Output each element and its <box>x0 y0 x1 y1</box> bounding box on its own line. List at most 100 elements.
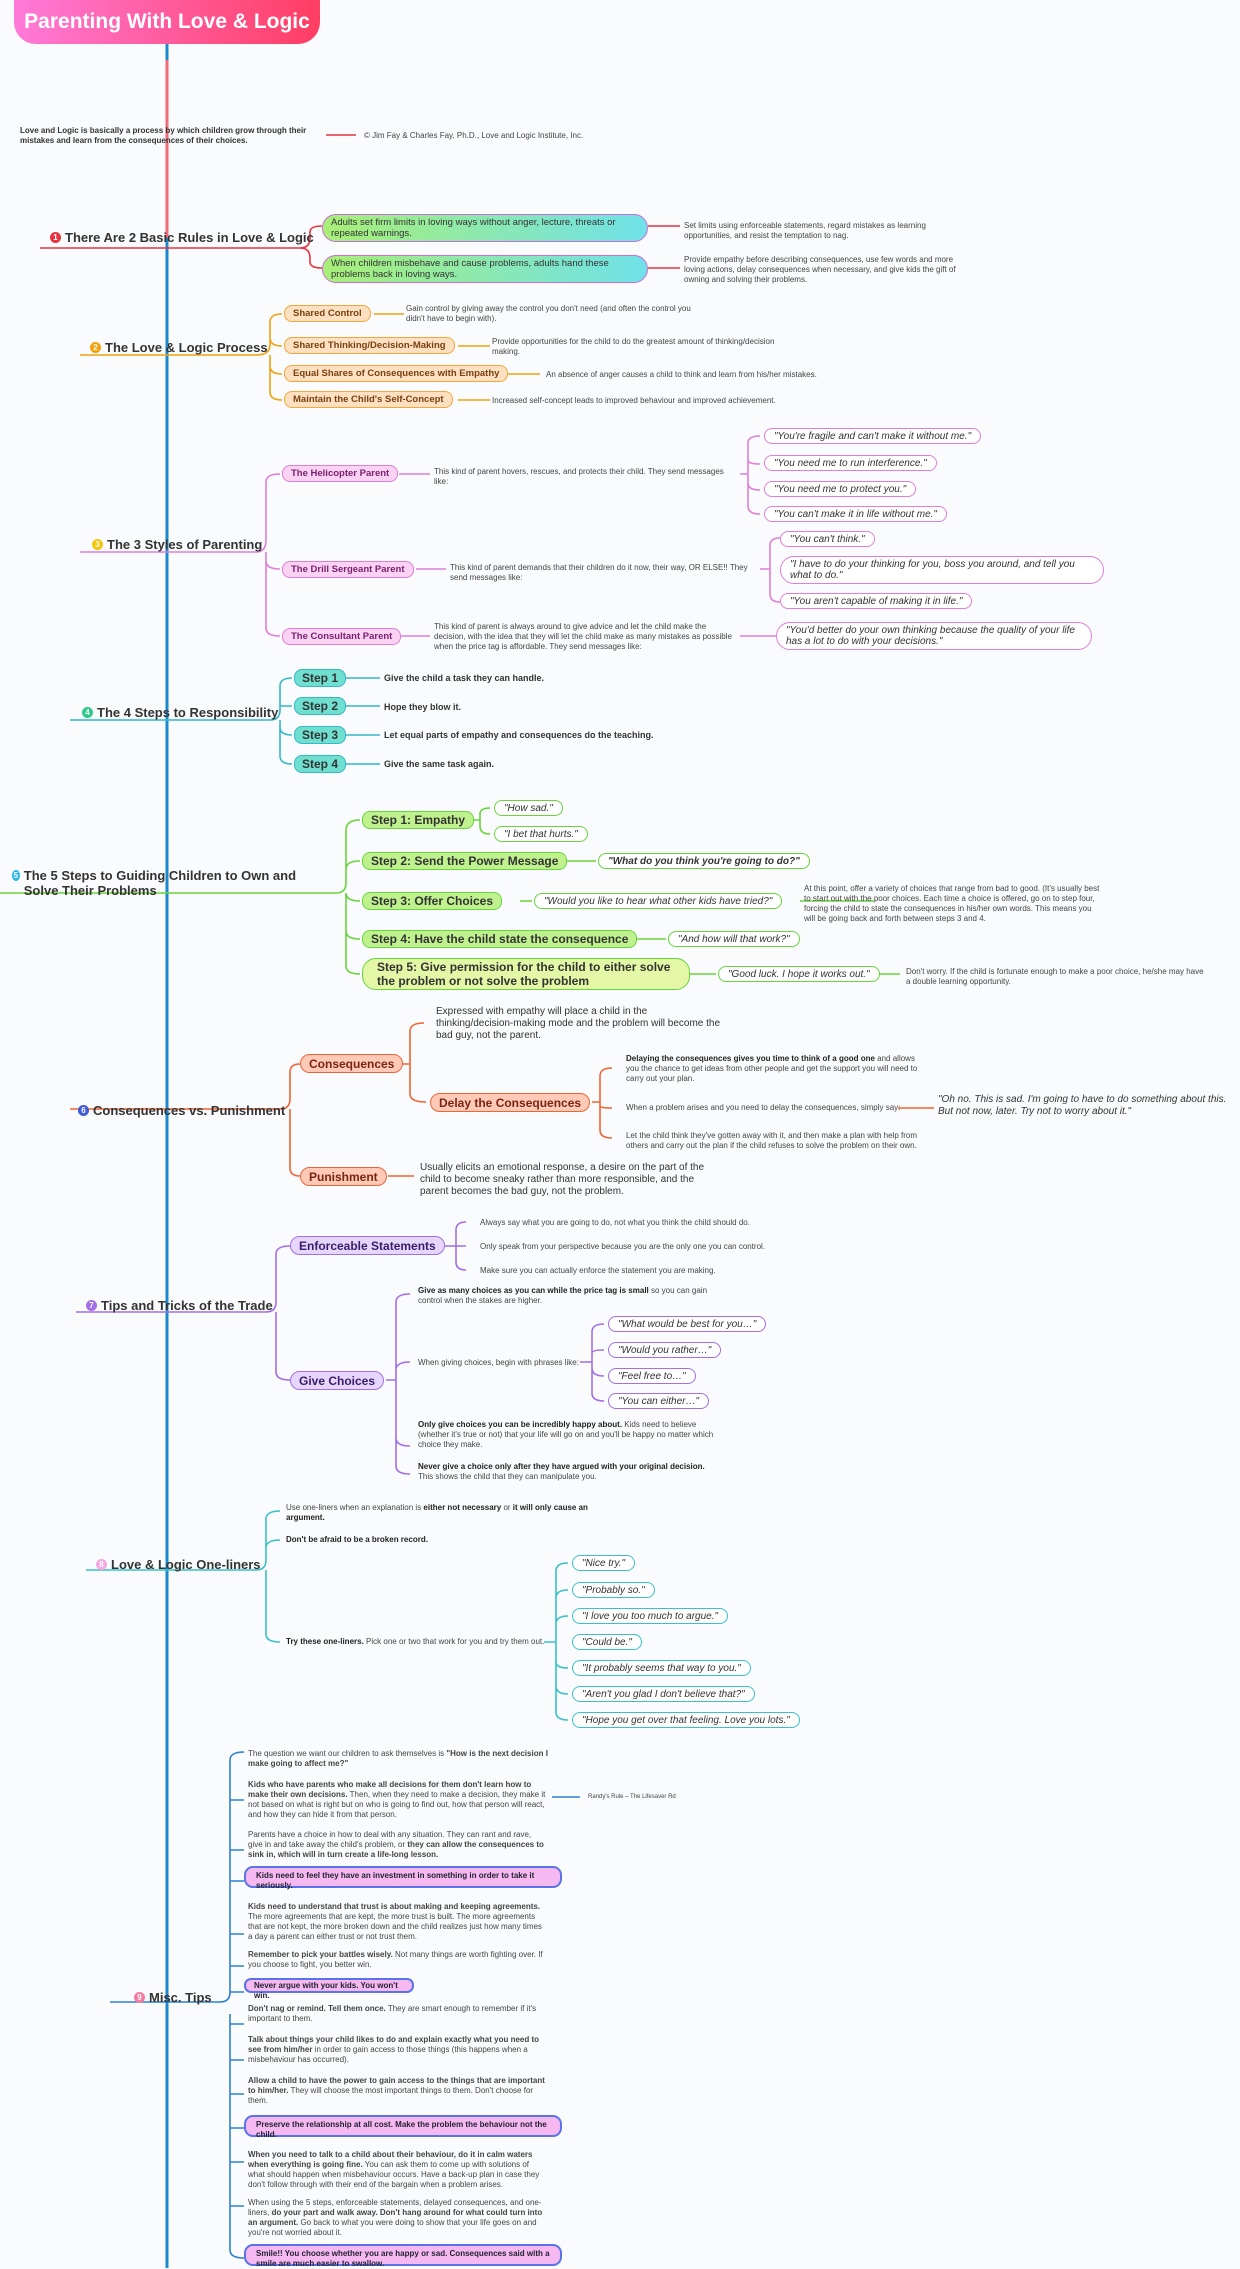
quote: "You can either…" <box>608 1393 710 1409</box>
give-choices-note-2: When giving choices, begin with phrases … <box>418 1358 579 1367</box>
section-2-title: 2 The Love & Logic Process <box>90 340 268 355</box>
give-choices-pill: Give Choices <box>290 1371 385 1390</box>
quote: "Aren't you glad I don't believe that?" <box>572 1686 755 1702</box>
section-label: Tips and Tricks of the Trade <box>101 1298 273 1313</box>
section-label: The 3 Styles of Parenting <box>107 537 263 552</box>
style-helicopter-note: This kind of parent hovers, rescues, and… <box>434 467 724 486</box>
quote: "I bet that hurts." <box>494 826 588 842</box>
quote: "You need me to protect you." <box>764 481 917 497</box>
section-number-badge: 3 <box>92 539 103 550</box>
section-number-badge: 9 <box>134 1992 145 2003</box>
give-choices-note-3: Only give choices you can be incredibly … <box>418 1420 714 1449</box>
intro-credit: © Jim Fay & Charles Fay, Ph.D., Love and… <box>364 131 584 140</box>
quote: "And how will that work?" <box>668 931 800 947</box>
misc-tip-highlight: Kids need to feel they have an investmen… <box>244 1866 562 1890</box>
section-label: The 5 Steps to Guiding Children to Own a… <box>23 868 297 898</box>
process-note-1: Gain control by giving away the control … <box>406 304 691 323</box>
section-label: Love & Logic One-liners <box>111 1557 261 1572</box>
section-number-badge: 4 <box>82 707 93 718</box>
five-step-2: Step 2: Send the Power Message <box>362 852 568 870</box>
quote: "Nice try." <box>572 1555 636 1571</box>
step-1-text: Give the child a task they can handle. <box>384 673 545 683</box>
section-5-title: 5 The 5 Steps to Guiding Children to Own… <box>12 868 312 898</box>
section-label: There Are 2 Basic Rules in Love & Logic <box>65 230 314 245</box>
misc-tip: When you need to talk to a child about t… <box>248 2150 540 2189</box>
process-shared-control: Shared Control <box>284 305 371 322</box>
misc-tip-highlight: Preserve the relationship at all cost. M… <box>244 2115 562 2139</box>
consequences-note: Expressed with empathy will place a chil… <box>436 1006 721 1041</box>
section-number-badge: 8 <box>96 1559 107 1570</box>
quote: "Good luck. I hope it works out." <box>718 966 880 982</box>
quote: "What would be best for you…" <box>608 1316 767 1332</box>
give-choices-note-4: Never give a choice only after they have… <box>418 1462 705 1481</box>
one-liner-note-2: Don't be afraid to be a broken record. <box>286 1535 428 1544</box>
step-3-note: At this point, offer a variety of choice… <box>804 884 1100 923</box>
section-1-title: 1 There Are 2 Basic Rules in Love & Logi… <box>50 230 314 245</box>
style-consultant-note: This kind of parent is always around to … <box>434 622 732 651</box>
delay-note-3: Let the child think they've gotten away … <box>626 1131 918 1150</box>
section-label: Misc. Tips <box>149 1990 212 2005</box>
misc-tip: The question we want our children to ask… <box>248 1749 548 1768</box>
misc-tip: Talk about things your child likes to do… <box>248 2035 540 2064</box>
misc-tip: Remember to pick your battles wisely. No… <box>248 1950 543 1969</box>
delay-quote: "Oh no. This is sad. I'm going to have t… <box>938 1094 1227 1117</box>
section-6-title: 6 Consequences vs. Punishment <box>78 1103 285 1118</box>
enforceable-statements-pill: Enforceable Statements <box>290 1236 445 1255</box>
quote: "Would you like to hear what other kids … <box>534 893 783 909</box>
section-4-title: 4 The 4 Steps to Responsibility <box>82 705 278 720</box>
enforceable-note-1: Always say what you are going to do, not… <box>480 1218 750 1227</box>
quote: "Would you rather…" <box>608 1342 722 1358</box>
style-drill-note: This kind of parent demands that their c… <box>450 563 748 582</box>
quote: "Probably so." <box>572 1582 655 1598</box>
give-choices-note-1: Give as many choices as you can while th… <box>418 1286 708 1305</box>
step-2-pill: Step 2 <box>294 697 346 715</box>
misc-tip: Don't nag or remind. Tell them once. The… <box>248 2004 537 2023</box>
section-number-badge: 5 <box>12 870 20 881</box>
style-helicopter: The Helicopter Parent <box>282 465 399 482</box>
style-drill-sergeant: The Drill Sergeant Parent <box>282 561 414 578</box>
section-3-title: 3 The 3 Styles of Parenting <box>92 537 262 552</box>
quote: "You can't think." <box>780 531 875 547</box>
section-number-badge: 7 <box>86 1300 97 1311</box>
section-number-badge: 1 <box>50 232 61 243</box>
quote: "Hope you get over that feeling. Love yo… <box>572 1712 800 1728</box>
misc-tip: Parents have a choice in how to deal wit… <box>248 1830 544 1859</box>
process-note-2: Provide opportunities for the child to d… <box>492 337 775 356</box>
section-8-title: 8 Love & Logic One-liners <box>96 1557 261 1572</box>
one-liner-note-3: Try these one-liners. Pick one or two th… <box>286 1637 545 1646</box>
punishment-pill: Punishment <box>300 1167 387 1186</box>
misc-tip-highlight: Smile!! You choose whether you are happy… <box>244 2244 562 2268</box>
section-number-badge: 2 <box>90 342 101 353</box>
step-3-text: Let equal parts of empathy and consequen… <box>384 730 654 740</box>
process-shared-thinking: Shared Thinking/Decision-Making <box>284 337 455 354</box>
misc-tip: Allow a child to have the power to gain … <box>248 2076 545 2105</box>
consequences-pill: Consequences <box>300 1054 404 1073</box>
rule-2-note: Provide empathy before describing conseq… <box>684 255 956 284</box>
quote: "Feel free to…" <box>608 1368 696 1384</box>
section-7-title: 7 Tips and Tricks of the Trade <box>86 1298 273 1313</box>
misc-tip-highlight: Never argue with your kids. You won't wi… <box>244 1978 414 2000</box>
process-equal-shares: Equal Shares of Consequences with Empath… <box>284 365 509 382</box>
misc-tip: Kids who have parents who make all decis… <box>248 1780 546 1819</box>
quote: "You'd better do your own thinking becau… <box>776 622 1092 650</box>
quote: "I love you too much to argue." <box>572 1608 729 1624</box>
misc-tip-reference: Randy's Rule – The Lifesaver Rd <box>588 1794 676 1800</box>
quote: "You're fragile and can't make it withou… <box>764 428 982 444</box>
quote: "I have to do your thinking for you, bos… <box>780 556 1104 584</box>
quote: "Could be." <box>572 1634 642 1650</box>
rule-2: When children misbehave and cause proble… <box>322 255 648 283</box>
style-consultant: The Consultant Parent <box>282 628 402 645</box>
section-label: Consequences vs. Punishment <box>93 1103 286 1118</box>
punishment-note: Usually elicits an emotional response, a… <box>420 1162 705 1197</box>
quote: "You need me to run interference." <box>764 455 937 471</box>
rule-1: Adults set firm limits in loving ways wi… <box>322 214 648 242</box>
step-1-pill: Step 1 <box>294 669 346 687</box>
section-label: The Love & Logic Process <box>105 340 268 355</box>
misc-tip: Kids need to understand that trust is ab… <box>248 1902 542 1941</box>
intro-text: Love and Logic is basically a process by… <box>20 126 307 145</box>
delay-note-1: Delaying the consequences gives you time… <box>626 1054 918 1083</box>
quote: "How sad." <box>494 800 563 816</box>
step-4-pill: Step 4 <box>294 755 346 773</box>
one-liner-note-1: Use one-liners when an explanation is ei… <box>286 1503 588 1522</box>
quote: "You can't make it in life without me." <box>764 506 947 522</box>
